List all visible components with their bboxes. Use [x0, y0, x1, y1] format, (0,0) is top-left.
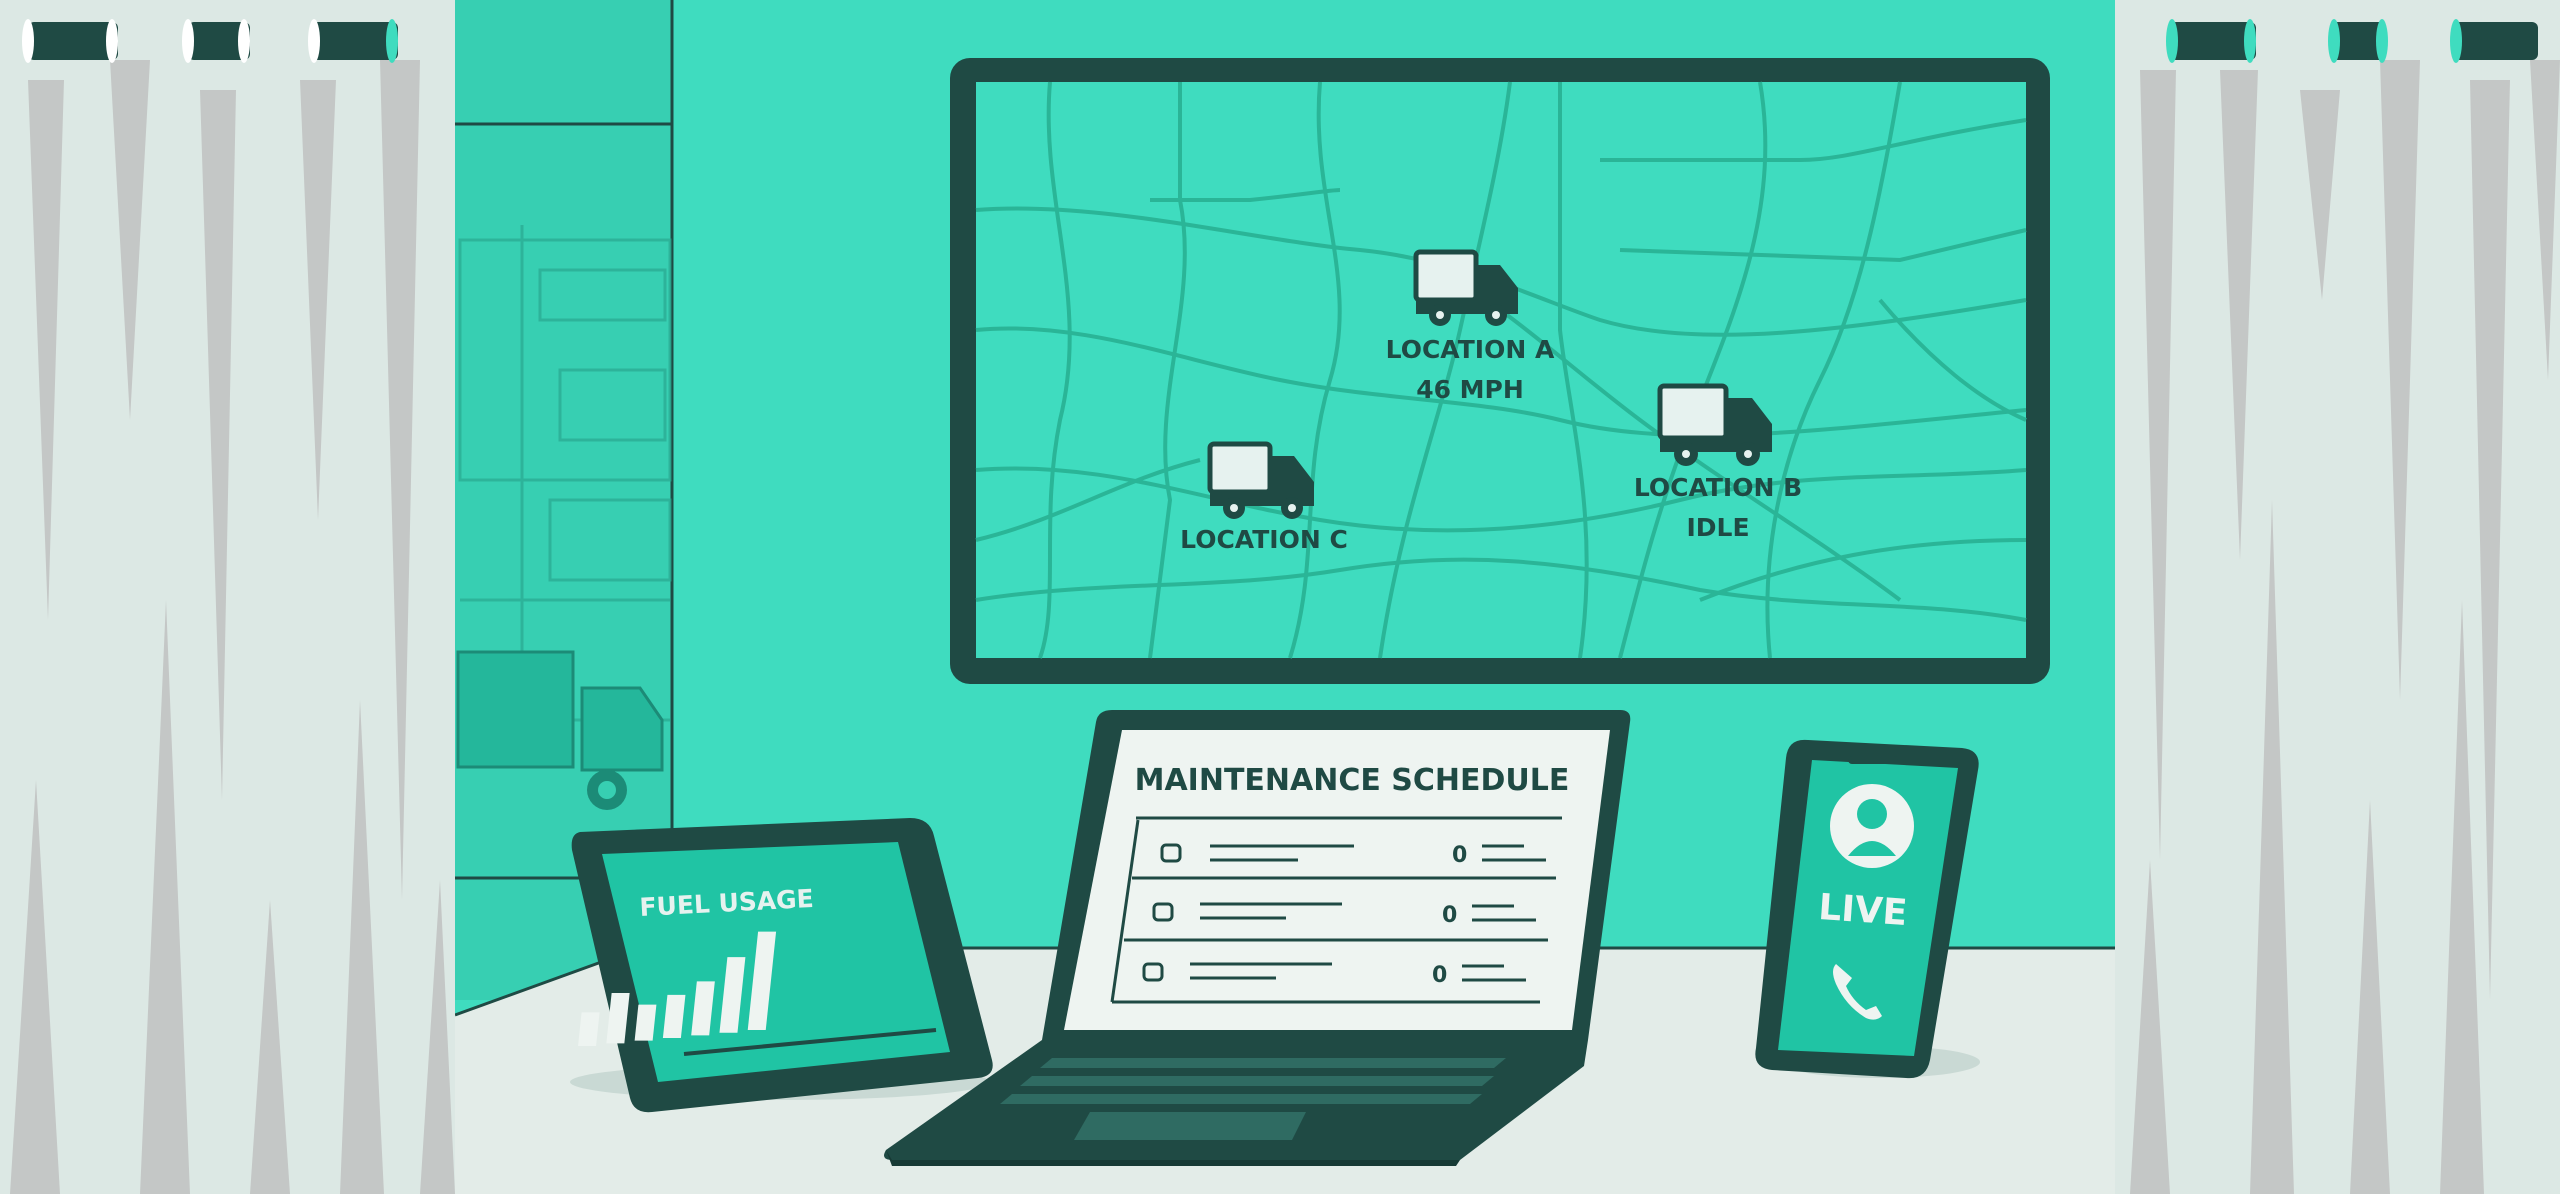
laptop: MAINTENANCE SCHEDULE 0 0	[884, 710, 1631, 1166]
truck-location-c[interactable]: LOCATION C	[1180, 441, 1348, 554]
curtain-rings	[22, 19, 398, 63]
location-a-speed: 46 MPH	[1416, 375, 1524, 404]
live-status: LIVE	[1817, 887, 1908, 934]
truck-icon	[1207, 441, 1314, 519]
truck-icon	[1413, 249, 1518, 326]
schedule-row[interactable]: 0	[1142, 962, 1526, 988]
keyboard[interactable]	[1000, 1058, 1506, 1104]
left-curtain	[0, 0, 455, 1194]
schedule-row[interactable]: 0	[1152, 902, 1536, 928]
truck-location-a[interactable]: LOCATION A 46 MPH	[1386, 249, 1555, 404]
touchpad[interactable]	[1074, 1112, 1306, 1140]
avatar-icon	[1830, 784, 1914, 868]
map-screen: LOCATION A 46 MPH LOCATION B IDLE	[950, 58, 2050, 684]
maintenance-schedule-title: MAINTENANCE SCHEDULE	[1135, 763, 1570, 798]
fuel-bar	[634, 1004, 657, 1041]
schedule-row-marker: 0	[1442, 903, 1457, 928]
checkbox-icon[interactable]	[1152, 902, 1174, 922]
truck-icon	[1657, 383, 1772, 466]
schedule-row[interactable]: 0	[1160, 843, 1546, 868]
location-b-name: LOCATION B	[1634, 473, 1802, 502]
phone: LIVE	[1755, 739, 1980, 1079]
checkbox-icon[interactable]	[1142, 962, 1164, 982]
curtain-rings	[2166, 19, 2538, 63]
phone-icon[interactable]	[1833, 964, 1882, 1020]
truck-location-b[interactable]: LOCATION B IDLE	[1634, 383, 1802, 542]
right-curtain	[2115, 0, 2560, 1194]
schedule-row-marker: 0	[1452, 843, 1467, 868]
outside-truck-icon	[456, 650, 664, 810]
schedule-table	[1110, 816, 1562, 1004]
schedule-row-marker: 0	[1432, 963, 1447, 988]
fuel-bar	[662, 994, 686, 1039]
fuel-bar-chart	[578, 931, 777, 1047]
fuel-bar	[719, 957, 746, 1033]
fuel-tablet: FUEL USAGE	[570, 818, 993, 1113]
checkbox-icon[interactable]	[1160, 843, 1182, 863]
fuel-bar	[691, 981, 715, 1036]
location-a-name: LOCATION A	[1386, 335, 1555, 364]
city-map	[975, 81, 2027, 659]
location-c-name: LOCATION C	[1180, 525, 1348, 554]
fuel-bar	[606, 992, 630, 1044]
location-b-status: IDLE	[1686, 513, 1749, 542]
window	[455, 0, 674, 1000]
fuel-bar	[747, 931, 777, 1031]
fuel-bar	[578, 1012, 600, 1047]
